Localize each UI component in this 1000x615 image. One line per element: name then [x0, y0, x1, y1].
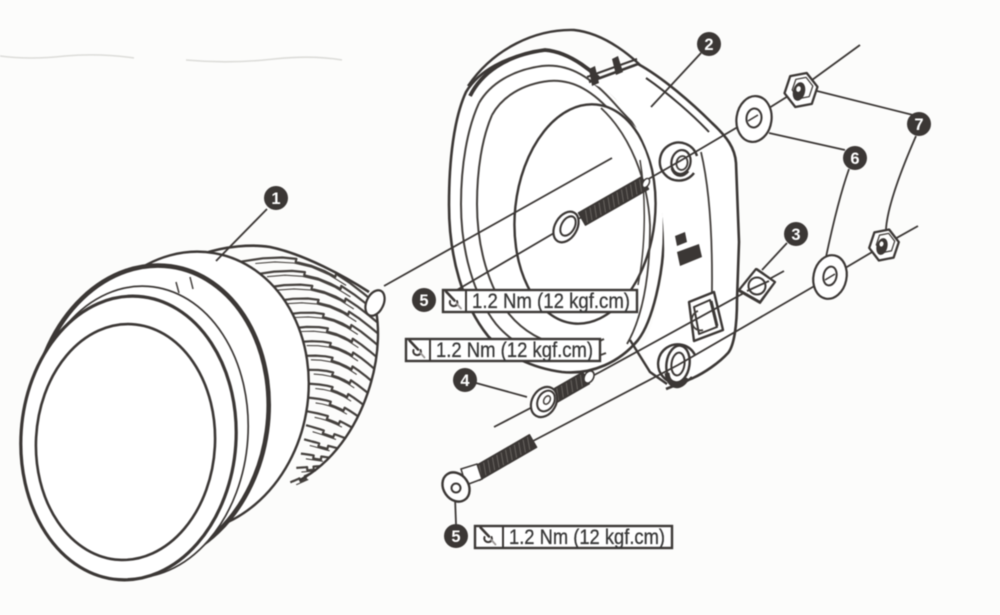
- svg-text:2: 2: [704, 36, 713, 54]
- svg-text:4: 4: [460, 372, 470, 390]
- svg-text:1: 1: [271, 190, 280, 208]
- svg-text:1.2 Nm (12 kgf.cm): 1.2 Nm (12 kgf.cm): [509, 526, 665, 549]
- svg-text:6: 6: [850, 150, 859, 168]
- svg-text:1.2 Nm (12 kgf.cm): 1.2 Nm (12 kgf.cm): [472, 290, 630, 313]
- svg-text:5: 5: [451, 528, 460, 546]
- svg-text:1.2 Nm (12 kgf.cm): 1.2 Nm (12 kgf.cm): [436, 339, 593, 362]
- svg-text:5: 5: [419, 292, 428, 310]
- svg-text:7: 7: [914, 116, 923, 134]
- svg-text:3: 3: [791, 226, 800, 244]
